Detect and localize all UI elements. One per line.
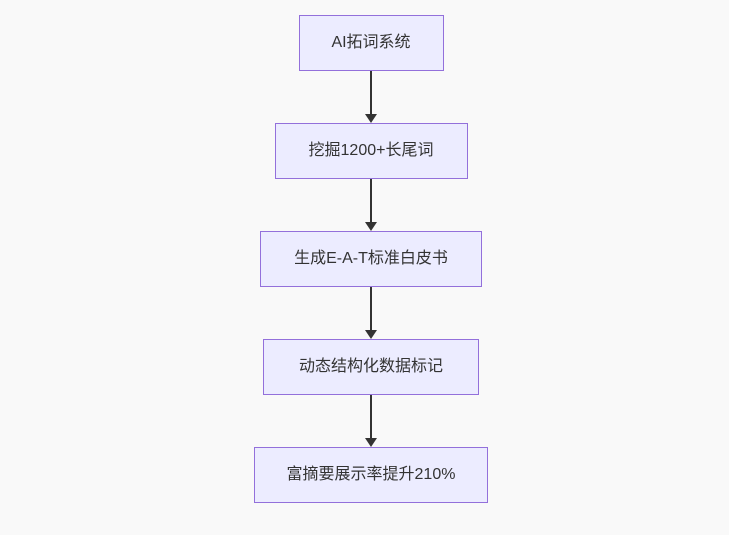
arrowhead-down-icon — [365, 114, 377, 123]
arrowhead-down-icon — [365, 222, 377, 231]
flow-node-label: 挖掘1200+长尾词 — [308, 142, 434, 159]
flow-arrow-3-4 — [364, 287, 378, 339]
flow-arrow-1-2 — [364, 71, 378, 123]
arrowhead-down-icon — [365, 330, 377, 339]
arrow-shaft — [370, 395, 372, 438]
arrowhead-down-icon — [365, 438, 377, 447]
flow-node-rich-snippet-result: 富摘要展示率提升210% — [254, 447, 488, 503]
flow-node-label: 生成E-A-T标准白皮书 — [294, 250, 448, 267]
flow-arrow-4-5 — [364, 395, 378, 447]
flow-node-label: AI拓词系统 — [331, 34, 411, 51]
flow-node-label: 动态结构化数据标记 — [298, 358, 443, 375]
flow-node-ai-word-system: AI拓词系统 — [298, 15, 444, 71]
flow-node-structured-data-markup: 动态结构化数据标记 — [263, 339, 479, 395]
flow-node-longtail-mining: 挖掘1200+长尾词 — [274, 123, 468, 179]
flow-node-eat-whitepaper: 生成E-A-T标准白皮书 — [260, 231, 482, 287]
flow-arrow-2-3 — [364, 179, 378, 231]
flowchart-column: AI拓词系统 挖掘1200+长尾词 生成E-A-T标准白皮书 动态结构化数据标记 — [253, 15, 489, 503]
arrow-shaft — [370, 287, 372, 330]
arrow-shaft — [370, 71, 372, 114]
arrow-shaft — [370, 179, 372, 222]
flow-node-label: 富摘要展示率提升210% — [286, 466, 456, 483]
